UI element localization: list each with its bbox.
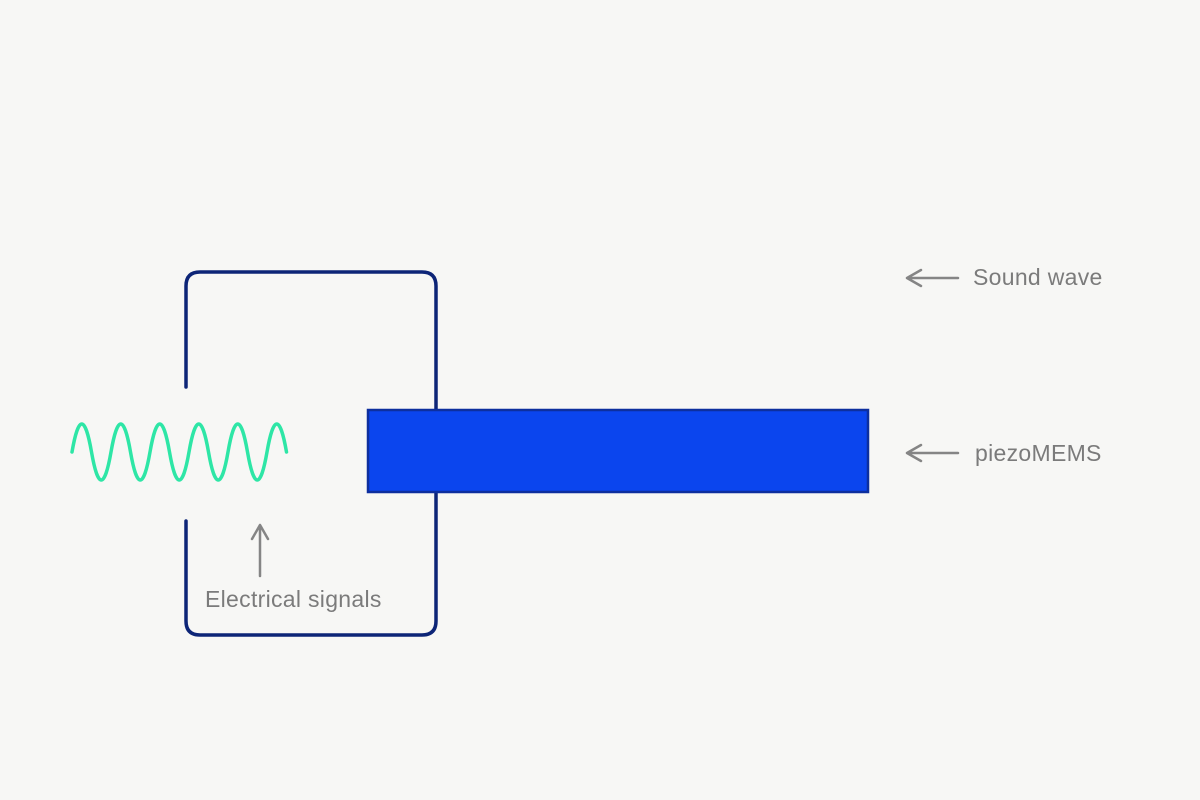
sound-wave-label: Sound wave (973, 264, 1103, 290)
piezomems-beam (366, 408, 870, 494)
electrical-signals-label: Electrical signals (205, 586, 382, 612)
piezomems-arrow-icon (905, 443, 960, 463)
electrical-signals-arrow-icon (250, 523, 270, 578)
electrical-wave (70, 422, 289, 482)
sound-wave-arrow-icon (905, 268, 960, 288)
piezomems-label: piezoMEMS (975, 440, 1102, 466)
